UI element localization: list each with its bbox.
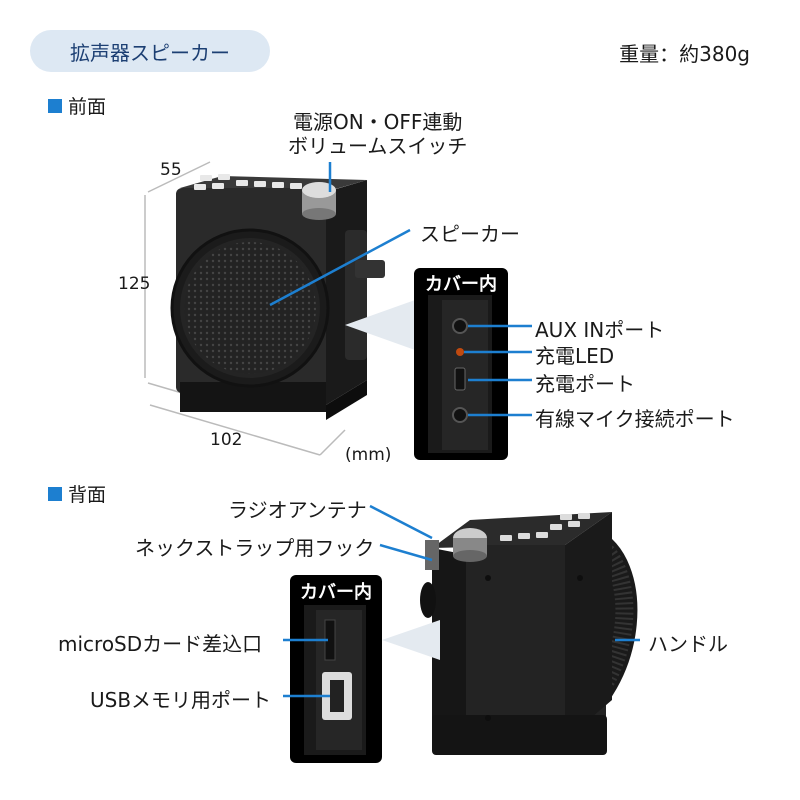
dim-width: 102: [210, 430, 243, 450]
port-label: 有線マイク接続ポート: [535, 407, 735, 431]
port-label: AUX INポート: [535, 318, 665, 342]
back-cover-title: カバー内: [300, 582, 372, 603]
speaker-label: スピーカー: [420, 222, 520, 246]
strap-hook-label: ネックストラップ用フック: [135, 536, 375, 560]
volume-switch-label: 電源ON・OFF連動 ボリュームスイッチ: [288, 110, 468, 158]
dim-unit: (mm): [345, 445, 392, 465]
section-marker-icon: [48, 98, 62, 113]
back-device: [420, 512, 638, 755]
front-port-pointers: [464, 324, 532, 417]
product-label: 拡声器スピーカー: [30, 30, 270, 72]
back-section-label: 背面: [68, 484, 107, 506]
weight-text: 重量：約380g: [619, 42, 750, 66]
dim-depth: 55: [160, 160, 182, 180]
dimension-lines: [144, 161, 346, 456]
front-section-header: 前面: [48, 92, 106, 119]
front-section-label: 前面: [68, 96, 107, 118]
section-marker-icon: [48, 486, 62, 501]
port-label: microSDカード差込口: [58, 632, 263, 656]
handle-label: ハンドル: [648, 632, 728, 656]
front-device: [170, 174, 385, 420]
back-section-header: 背面: [48, 480, 106, 507]
dim-height: 125: [118, 274, 151, 294]
back-pointers: [369, 504, 640, 642]
front-pointers: [269, 162, 411, 307]
port-label: USBメモリ用ポート: [90, 688, 272, 712]
port-label: 充電LED: [535, 344, 615, 368]
antenna-label: ラジオアンテナ: [228, 498, 367, 522]
front-cover-title: カバー内: [425, 274, 497, 295]
back-port-pointers: [283, 638, 330, 698]
port-label: 充電ポート: [535, 372, 635, 396]
